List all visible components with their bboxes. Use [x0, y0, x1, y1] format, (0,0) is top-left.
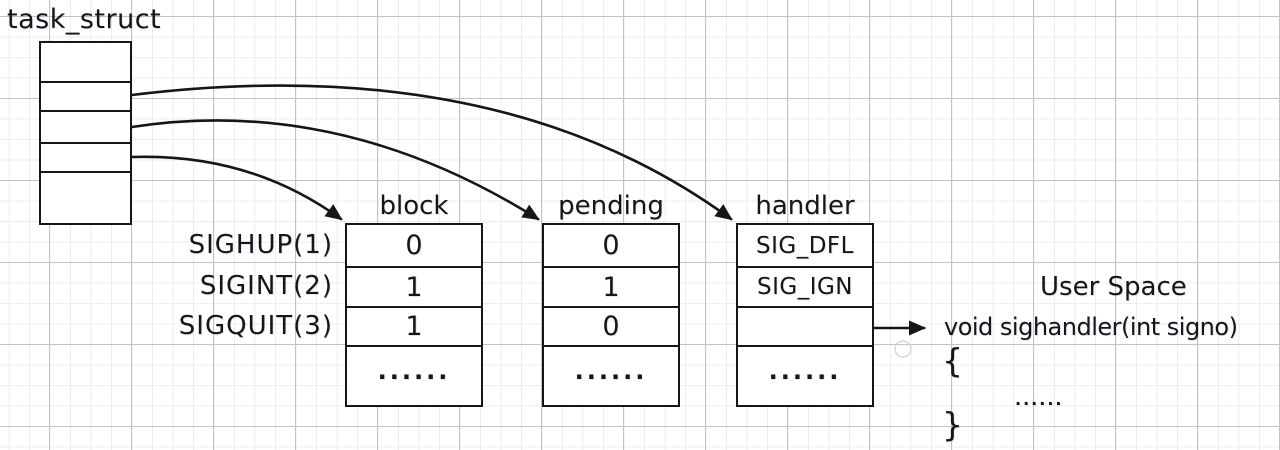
row-label-sighup: SIGHUP(1) — [188, 230, 333, 260]
pointer-arrow-block — [130, 155, 343, 221]
task-struct-cell — [41, 142, 130, 171]
handler-cell-ellipsis: ...... — [738, 345, 872, 405]
task-struct-cell — [41, 171, 130, 223]
handler-header: handler — [755, 191, 855, 221]
pointer-arrow-pending — [130, 119, 540, 221]
ellipsis-text: ...... — [768, 357, 842, 385]
ellipsis-text: ...... — [377, 357, 451, 385]
pointer-arrow-handler — [130, 84, 733, 221]
block-cell-sigquit: 1 — [347, 306, 481, 345]
task-struct-cell — [41, 43, 130, 81]
handler-cell-sigint: SIG_IGN — [738, 266, 872, 306]
pending-header: pending — [558, 191, 664, 221]
pending-cell-ellipsis: ...... — [544, 345, 678, 405]
open-brace: { — [942, 341, 963, 380]
task-struct-cell — [41, 110, 130, 142]
function-body-ellipsis: ...... — [1015, 390, 1064, 409]
block-cell-sighup: 0 — [405, 230, 423, 261]
close-brace: } — [942, 405, 963, 444]
user-space-title: User Space — [1040, 272, 1187, 302]
block-table: 0 1 1 ...... — [345, 223, 483, 407]
task-struct-cell — [41, 81, 130, 110]
block-header: block — [379, 191, 449, 221]
task-struct-box — [39, 41, 132, 225]
handler-cell-sighup: SIG_DFL — [756, 232, 854, 259]
watermark-circle — [894, 340, 912, 358]
pending-cell-sigint: 1 — [544, 266, 678, 306]
pending-cell-sighup: 0 — [602, 230, 620, 261]
block-cell-ellipsis: ...... — [347, 345, 481, 405]
task-struct-label: task_struct — [7, 4, 162, 35]
ellipsis-text: ...... — [574, 357, 648, 385]
block-cell-sigint: 1 — [347, 266, 481, 306]
row-label-sigquit: SIGQUIT(3) — [178, 311, 333, 341]
handler-cell-sigquit — [738, 306, 872, 345]
pending-table: 0 1 0 ...... — [542, 223, 680, 407]
row-label-sigint: SIGINT(2) — [199, 271, 333, 301]
pending-cell-sigquit: 0 — [544, 306, 678, 345]
sighandler-signature: void sighandler(int signo) — [944, 313, 1238, 341]
handler-table: SIG_DFL SIG_IGN ...... — [736, 223, 874, 407]
